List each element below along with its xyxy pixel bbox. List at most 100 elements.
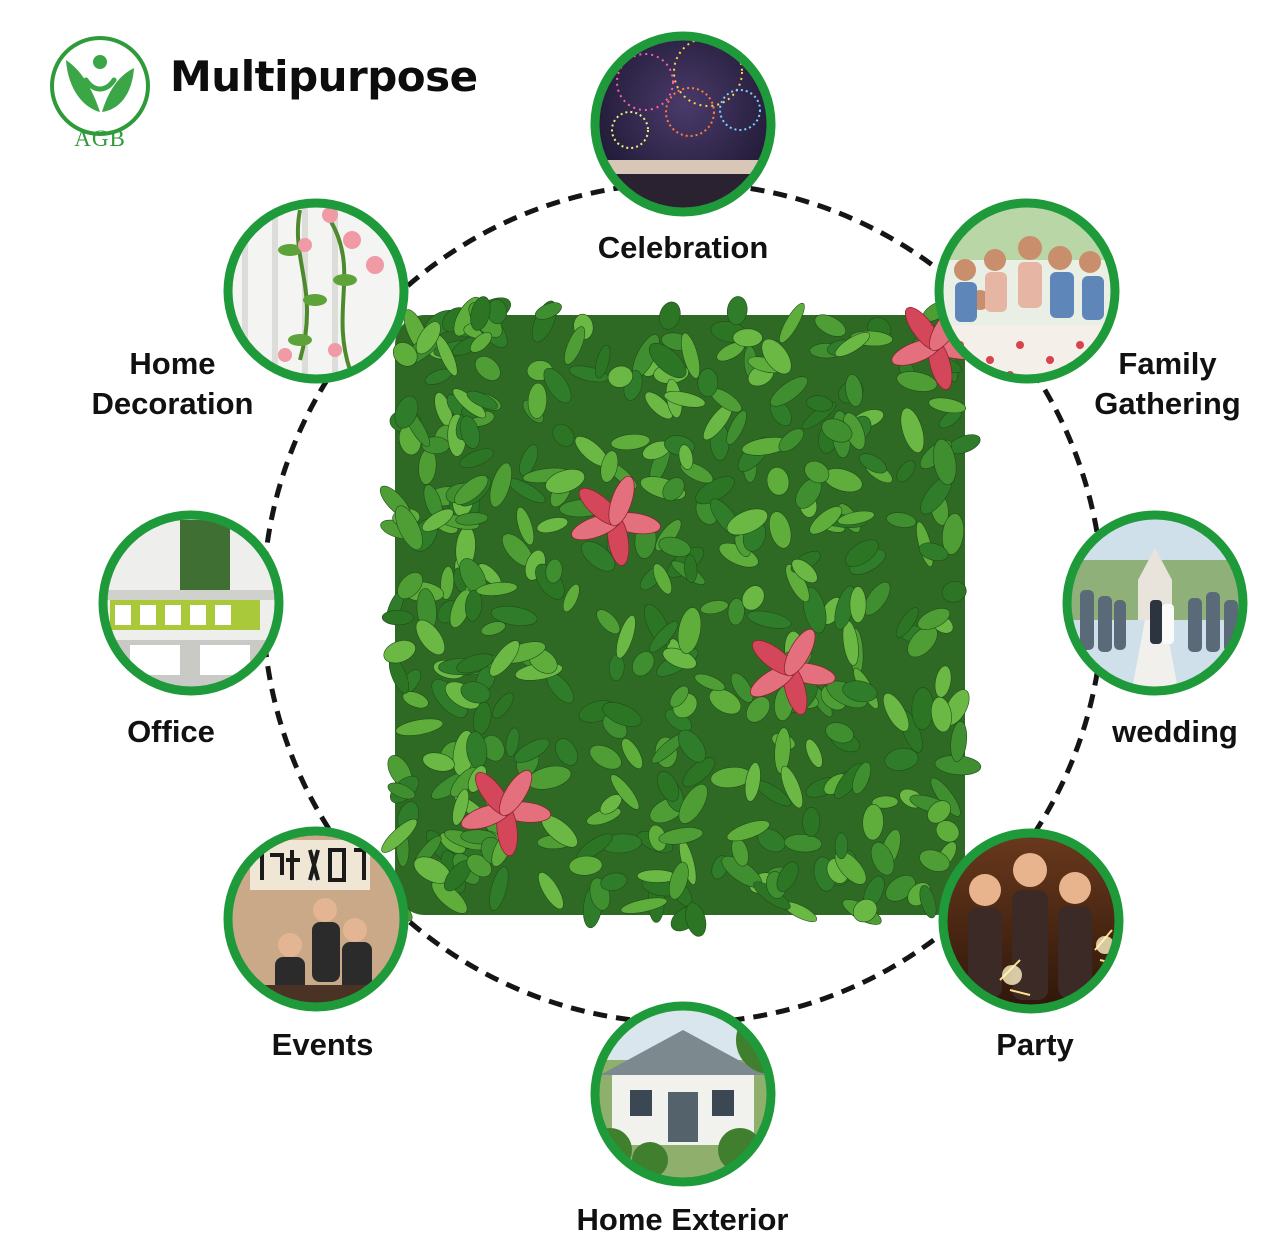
- leaf: [480, 621, 506, 636]
- leaf: [415, 321, 441, 355]
- leaf: [381, 609, 414, 626]
- leaf: [455, 512, 489, 526]
- leaf: [730, 672, 754, 703]
- leaf: [727, 598, 745, 626]
- leaf: [783, 834, 823, 853]
- leaf: [662, 477, 685, 501]
- leaf: [935, 820, 960, 843]
- home-decoration-image: [228, 203, 404, 379]
- leaf: [552, 423, 575, 447]
- leaf: [919, 885, 937, 919]
- leaf: [907, 625, 938, 658]
- wedding-ring: [1062, 510, 1248, 696]
- leaf: [726, 296, 748, 326]
- logo-text: AGB: [74, 126, 126, 151]
- home-exterior-ring: [590, 1001, 776, 1187]
- leaf: [768, 511, 792, 549]
- leaf: [470, 332, 492, 353]
- leaf: [806, 395, 833, 412]
- party-ring: [938, 828, 1124, 1014]
- leaf: [708, 688, 742, 715]
- leaf: [489, 640, 520, 677]
- leaf: [545, 558, 563, 584]
- leaf: [568, 855, 603, 876]
- leaf: [677, 607, 702, 654]
- leaf: [607, 365, 634, 388]
- leaf: [659, 301, 681, 330]
- celebration-ring: [590, 31, 776, 217]
- leaf: [527, 382, 548, 419]
- leaf: [778, 428, 804, 452]
- leaf: [516, 506, 535, 546]
- leaf: [421, 508, 454, 532]
- leaf: [791, 558, 818, 584]
- leaf: [589, 744, 622, 770]
- leaf: [732, 328, 763, 348]
- leaf: [870, 841, 895, 876]
- leaf: [678, 444, 694, 470]
- leaf: [600, 872, 628, 892]
- leaf: [852, 898, 878, 923]
- leaf: [616, 614, 636, 659]
- leaf: [950, 720, 968, 763]
- leaf: [476, 582, 518, 596]
- leaf: [595, 344, 611, 379]
- leaf: [459, 448, 495, 469]
- leaf: [610, 433, 651, 451]
- leaf: [452, 788, 469, 826]
- leaf: [581, 541, 616, 572]
- leaf: [834, 332, 871, 357]
- label-events: Events: [271, 1027, 374, 1062]
- leaf: [895, 607, 919, 638]
- leaf: [941, 581, 967, 603]
- leaf: [744, 762, 761, 802]
- leaf: [402, 691, 429, 709]
- leaf: [602, 702, 642, 727]
- leaf: [456, 653, 494, 674]
- leaf: [680, 332, 701, 379]
- leaf: [825, 722, 854, 744]
- leaf: [802, 806, 821, 837]
- label-home-decoration: Home Decoration: [91, 346, 254, 421]
- red-leaf: [608, 475, 635, 527]
- label-office: Office: [127, 714, 215, 749]
- leaf: [844, 539, 879, 567]
- leaf: [538, 872, 564, 910]
- leaf: [805, 738, 823, 768]
- leaf: [459, 415, 481, 449]
- leaf: [809, 506, 843, 535]
- leaf: [941, 513, 965, 555]
- leaf: [858, 453, 887, 474]
- leaf: [519, 444, 539, 477]
- leaf: [896, 460, 916, 483]
- leaf: [927, 800, 952, 824]
- leaf: [726, 410, 747, 445]
- leaf: [726, 820, 770, 842]
- leaf: [545, 468, 585, 494]
- leaf: [596, 609, 621, 635]
- leaf: [918, 542, 949, 562]
- leaf: [741, 585, 765, 611]
- leaf: [600, 450, 619, 483]
- page-title: Multipurpose: [170, 52, 478, 101]
- events-ring: [223, 826, 409, 1012]
- leaf: [746, 696, 771, 723]
- leaf: [648, 342, 687, 379]
- leaf: [489, 462, 512, 508]
- leaf: [652, 563, 673, 595]
- leaf: [543, 367, 572, 404]
- leaf: [697, 368, 719, 398]
- leaf: [845, 374, 863, 407]
- leaf: [536, 517, 569, 534]
- label-celebration: Celebration: [597, 230, 769, 265]
- leaf: [620, 897, 668, 914]
- leaf: [649, 620, 679, 653]
- leaf: [852, 761, 871, 795]
- leaf: [919, 849, 951, 872]
- leaf: [682, 757, 716, 787]
- leaf: [470, 296, 491, 331]
- leaf: [746, 610, 792, 629]
- leaf: [383, 640, 416, 664]
- leaf: [896, 371, 938, 392]
- leaf: [804, 460, 830, 484]
